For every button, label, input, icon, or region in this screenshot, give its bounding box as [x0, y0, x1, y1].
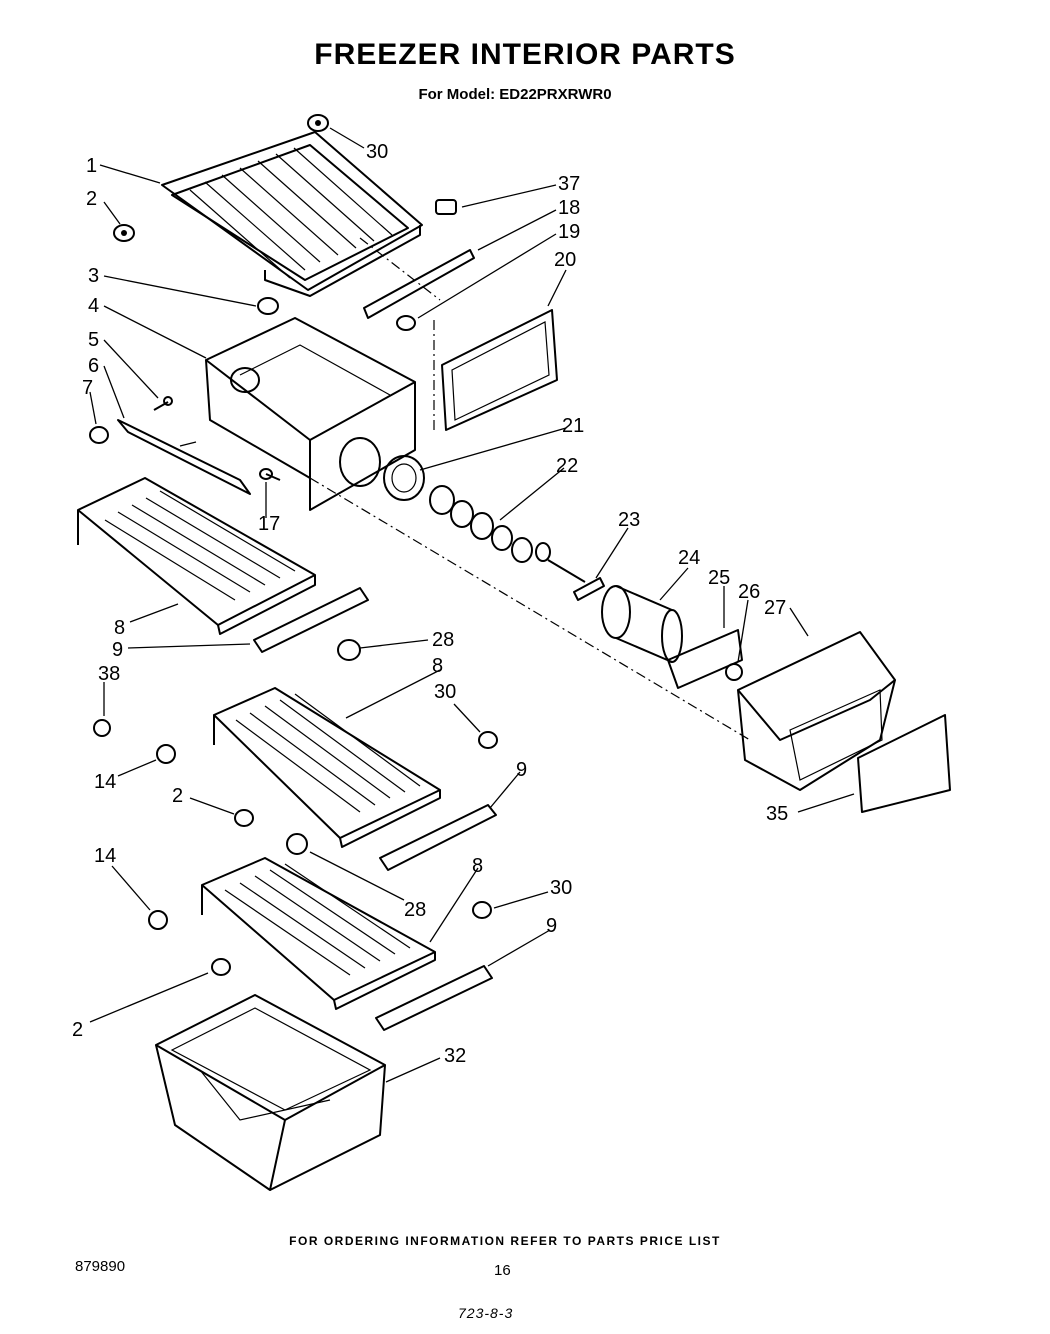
- page-number: 16: [494, 1262, 511, 1279]
- callout-25: 25: [708, 567, 730, 589]
- callout-30: 30: [366, 141, 388, 163]
- callout-24: 24: [678, 547, 700, 569]
- callout-18: 18: [558, 197, 580, 219]
- clip-2-mid: [234, 809, 254, 827]
- callout-19: 19: [558, 221, 580, 243]
- clip-14-lower: [148, 910, 168, 930]
- freezer-bin-32: [155, 994, 386, 1191]
- clip-2-lower: [211, 958, 231, 976]
- nut-26: [725, 663, 743, 681]
- document-number: 879890: [75, 1258, 126, 1275]
- clip-38: [93, 719, 111, 737]
- callout-14: 14: [94, 845, 116, 867]
- callout-9: 9: [112, 639, 123, 661]
- top-shelf: [161, 131, 423, 297]
- callout-37: 37: [558, 173, 580, 195]
- screw-5: [153, 396, 173, 411]
- clip-2-top: [113, 224, 135, 242]
- callout-6: 6: [88, 355, 99, 377]
- revision-stamp: 723-8-3: [458, 1305, 514, 1321]
- callout-1: 1: [86, 155, 97, 177]
- pin-17: [259, 468, 281, 481]
- shelf-8-lower: [201, 857, 436, 1010]
- leader-lines: [89, 127, 855, 1083]
- callout-5: 5: [88, 329, 99, 351]
- clip-30-mid: [478, 731, 498, 749]
- strip-9-lower: [375, 965, 493, 1031]
- ordering-note: FOR ORDERING INFORMATION REFER TO PARTS …: [289, 1234, 721, 1248]
- clip-7: [89, 426, 109, 444]
- shelf-8-middle: [213, 687, 441, 848]
- callout-2: 2: [172, 785, 183, 807]
- chute-27: [737, 631, 896, 791]
- cap-28-lower: [286, 833, 308, 855]
- auger-spring-22: [429, 485, 586, 583]
- ice-bin-housing: [205, 317, 416, 511]
- callout-38: 38: [98, 663, 120, 685]
- page-title: FREEZER INTERIOR PARTS: [314, 38, 736, 71]
- bracket-25: [667, 629, 743, 689]
- cap-28-upper: [337, 639, 361, 661]
- crusher-24: [601, 585, 683, 663]
- callout-22: 22: [556, 455, 578, 477]
- clip-30-top: [307, 114, 329, 132]
- callout-30: 30: [434, 681, 456, 703]
- strip-9-middle: [379, 804, 497, 871]
- callout-14: 14: [94, 771, 116, 793]
- panel-35: [857, 714, 951, 813]
- callout-21: 21: [562, 415, 584, 437]
- model-line: For Model: ED22PRXRWR0: [418, 86, 612, 103]
- callout-2: 2: [72, 1019, 83, 1041]
- callout-28: 28: [404, 899, 426, 921]
- callout-32: 32: [444, 1045, 466, 1067]
- callout-2: 2: [86, 188, 97, 210]
- callout-35: 35: [766, 803, 788, 825]
- callout-20: 20: [554, 249, 576, 271]
- rail-18: [363, 249, 475, 319]
- clip-14-upper: [156, 744, 176, 764]
- bearing-21: [383, 455, 425, 501]
- callout-27: 27: [764, 597, 786, 619]
- clip-23: [573, 577, 605, 601]
- callout-8: 8: [114, 617, 125, 639]
- callout-7: 7: [82, 377, 93, 399]
- callout-9: 9: [546, 915, 557, 937]
- clip-3: [257, 297, 279, 315]
- callout-17: 17: [258, 513, 280, 535]
- clip-19: [396, 315, 416, 331]
- callout-4: 4: [88, 295, 99, 317]
- callout-30: 30: [550, 877, 572, 899]
- callout-23: 23: [618, 509, 640, 531]
- callout-3: 3: [88, 265, 99, 287]
- panel-20: [441, 309, 558, 431]
- strip-9-upper: [253, 587, 369, 653]
- clip-37: [435, 199, 457, 215]
- callout-26: 26: [738, 581, 760, 603]
- callout-8: 8: [472, 855, 483, 877]
- bracket-6: [117, 419, 251, 495]
- callout-9: 9: [516, 759, 527, 781]
- callout-8: 8: [432, 655, 443, 677]
- clip-30-lower: [472, 901, 492, 919]
- callout-28: 28: [432, 629, 454, 651]
- shelf-8-upper: [77, 477, 316, 635]
